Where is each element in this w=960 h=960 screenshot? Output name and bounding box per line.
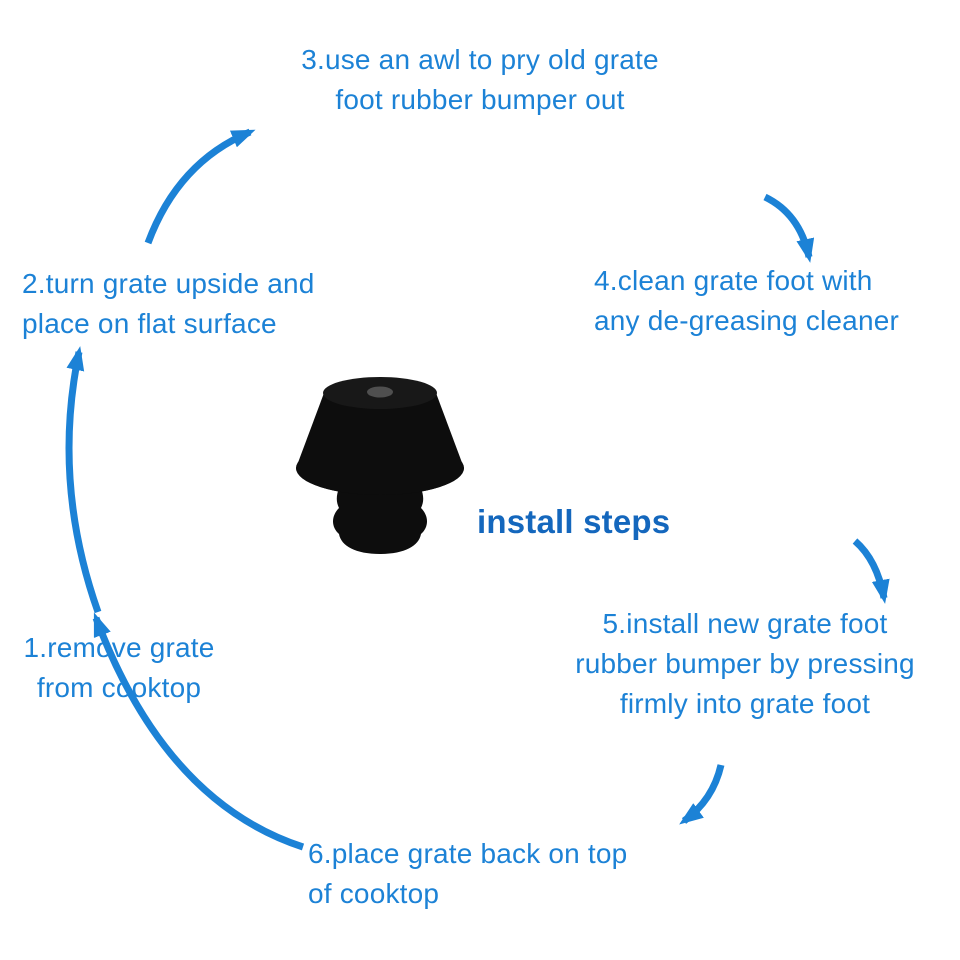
arrow-step5-to-step6-icon [679, 764, 725, 825]
arrow-step3-to-step4-icon [763, 193, 815, 263]
diagram-title: install steps [477, 503, 671, 540]
arrow-step6-to-step1-icon [92, 612, 305, 851]
arrow-step2-to-step3-icon [144, 128, 256, 245]
step-6-label: 6.place grate back on top of cooktop [308, 838, 628, 909]
step-5-label: 5.install new grate foot rubber bumper b… [575, 608, 915, 719]
arrow-step1-to-step2-icon [65, 346, 102, 614]
grate-foot-rubber-bumper-icon [296, 377, 464, 554]
step-2-label: 2.turn grate upside and place on flat su… [22, 268, 315, 339]
arrow-step4-to-step5-icon [852, 538, 890, 604]
step-4-label: 4.clean grate foot with any de-greasing … [594, 265, 900, 336]
step-3-label: 3.use an awl to pry old grate foot rubbe… [301, 44, 659, 115]
step-1-label: 1.remove grate from cooktop [23, 632, 215, 703]
